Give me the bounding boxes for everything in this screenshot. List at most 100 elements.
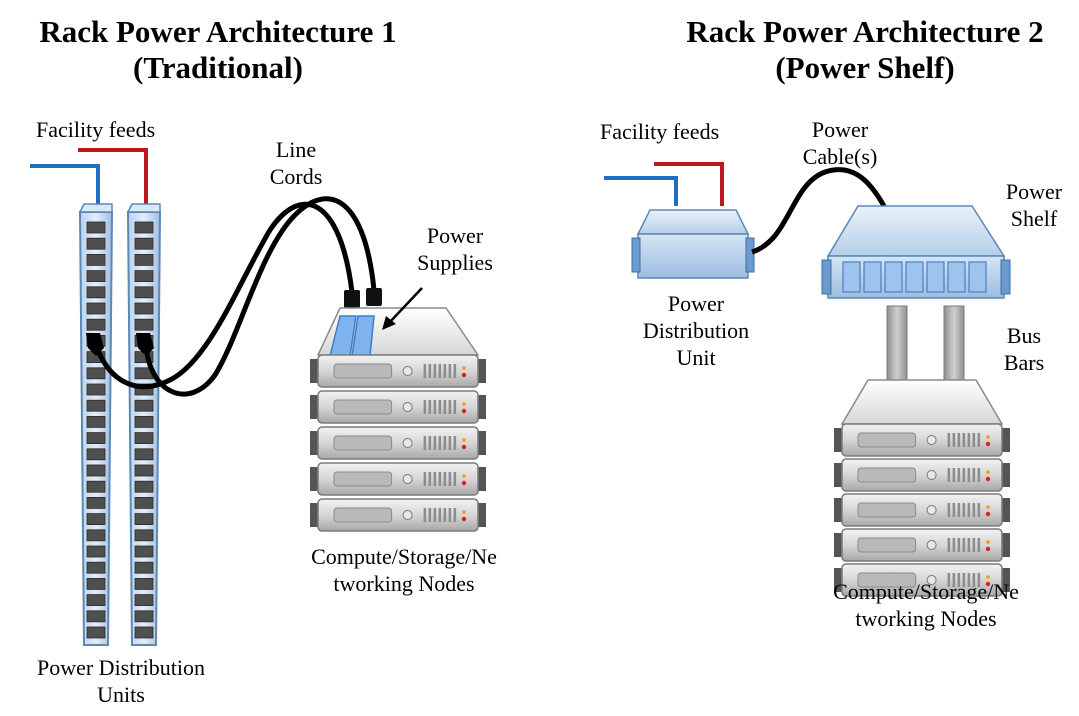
bus-bars-label-line1: Bus bbox=[1006, 323, 1042, 348]
pdu-outlet bbox=[86, 594, 106, 606]
server-plug-1 bbox=[344, 290, 360, 308]
bus-bars-label-line2: Bars bbox=[1003, 350, 1045, 375]
pdu-outlet bbox=[86, 513, 106, 525]
pdu-strip-a bbox=[78, 203, 114, 646]
pdu-outlet bbox=[86, 496, 106, 509]
pdu-outlet bbox=[134, 286, 154, 299]
facility-feed-blue-line bbox=[30, 164, 100, 206]
pdu-outlet bbox=[86, 221, 106, 234]
right-title-line1: Rack Power Architecture 2 bbox=[686, 14, 1044, 49]
power-cable-label-line2: Cable(s) bbox=[802, 144, 878, 169]
pdu-outlet bbox=[86, 610, 106, 623]
left-pdu-label-line2: Units bbox=[97, 682, 145, 707]
pdu-outlet bbox=[86, 383, 106, 396]
pdu-outlet bbox=[86, 448, 106, 461]
server-unit bbox=[834, 528, 1010, 562]
server-unit bbox=[310, 498, 486, 532]
left-facility-feeds-label: Facility feeds bbox=[36, 117, 156, 142]
pdu-outlet bbox=[134, 448, 154, 461]
power-shelf-slot bbox=[884, 261, 903, 293]
power-supplies-label-line2: Supplies bbox=[417, 250, 493, 275]
power-cable-label: Power Cable(s) bbox=[790, 116, 890, 170]
pdu-outlet bbox=[134, 415, 154, 428]
server-unit bbox=[834, 493, 1010, 527]
left-pdu-label: Power Distribution Units bbox=[10, 654, 232, 708]
right-nodes-label-line2: tworking Nodes bbox=[855, 606, 997, 631]
power-shelf-slot bbox=[968, 261, 987, 293]
pdu-outlet bbox=[86, 270, 106, 283]
pdu-box bbox=[631, 209, 755, 279]
power-shelf-slot bbox=[905, 261, 924, 293]
power-shelf-label-line1: Power bbox=[1005, 179, 1063, 204]
pdu-outlet bbox=[134, 561, 154, 574]
left-nodes-label: Compute/Storage/Ne tworking Nodes bbox=[282, 543, 526, 597]
server-unit bbox=[310, 354, 486, 388]
pdu-outlet bbox=[86, 464, 106, 477]
pdu-outlet bbox=[86, 626, 106, 639]
power-supplies-label-line1: Power bbox=[426, 223, 484, 248]
pdu-outlet bbox=[86, 253, 106, 266]
pdu-outlet bbox=[134, 237, 154, 250]
pdu-outlet bbox=[134, 545, 154, 558]
pdu-outlet bbox=[134, 529, 154, 542]
right-title: Rack Power Architecture 2 (Power Shelf) bbox=[650, 14, 1079, 86]
bus-bars-label: Bus Bars bbox=[994, 322, 1054, 376]
pdu-outlet bbox=[86, 399, 106, 412]
server-stack-right bbox=[834, 379, 1010, 597]
server-stack-left bbox=[310, 307, 486, 532]
bus-bar-1 bbox=[886, 305, 908, 383]
line-cord-1 bbox=[93, 201, 355, 390]
right-pdu-label-line1: Power bbox=[667, 291, 725, 316]
facility-feed-red-line-right bbox=[654, 162, 724, 206]
bus-bar-2 bbox=[943, 305, 965, 383]
pdu-plug-1 bbox=[86, 333, 104, 356]
pdu-outlet bbox=[86, 286, 106, 299]
pdu-outlet bbox=[134, 496, 154, 509]
right-pdu-label: Power Distribution Unit bbox=[626, 290, 766, 371]
pdu-outlet bbox=[86, 545, 106, 558]
right-pdu-label-line3: Unit bbox=[676, 345, 716, 370]
pdu-outlet bbox=[134, 594, 154, 606]
power-cable-label-line1: Power bbox=[811, 117, 869, 142]
pdu-outlet bbox=[134, 399, 154, 412]
facility-feed-red-line bbox=[78, 148, 148, 206]
pdu-outlet bbox=[134, 253, 154, 266]
pdu-outlet bbox=[86, 318, 106, 331]
pdu-plug-2 bbox=[136, 333, 154, 356]
left-nodes-label-line1: Compute/Storage/Ne bbox=[311, 544, 497, 569]
pdu-outlet bbox=[86, 578, 106, 590]
server-plug-2 bbox=[366, 288, 382, 306]
power-shelf-slot bbox=[926, 261, 945, 293]
pdu-outlet bbox=[134, 383, 154, 396]
server-unit bbox=[310, 390, 486, 424]
pdu-outlet bbox=[134, 578, 154, 590]
line-cords-label-line2: Cords bbox=[269, 164, 323, 189]
pdu-outlet bbox=[134, 610, 154, 623]
pdu-outlet bbox=[86, 561, 106, 574]
left-title-line1: Rack Power Architecture 1 bbox=[39, 14, 397, 49]
pdu-outlet bbox=[134, 302, 154, 315]
power-shelf-slot bbox=[842, 261, 861, 293]
right-nodes-label: Compute/Storage/Ne tworking Nodes bbox=[804, 578, 1048, 632]
right-facility-feeds-label: Facility feeds bbox=[600, 119, 720, 144]
pdu-outlet bbox=[134, 464, 154, 477]
power-shelf-slot bbox=[947, 261, 966, 293]
power-supplies-label: Power Supplies bbox=[410, 222, 500, 276]
pdu-outlet bbox=[86, 529, 106, 542]
pdu-outlet bbox=[134, 270, 154, 283]
right-title-line2: (Power Shelf) bbox=[775, 50, 955, 85]
line-cords-label-line1: Line bbox=[275, 137, 317, 162]
server-unit bbox=[834, 563, 1010, 597]
pdu-outlet bbox=[86, 480, 106, 493]
power-shelf-label-line2: Shelf bbox=[1010, 206, 1058, 231]
pdu-outlet bbox=[134, 432, 154, 445]
pdu-outlet bbox=[134, 626, 154, 639]
line-cord-2 bbox=[143, 196, 377, 397]
left-pdu-label-line1: Power Distribution bbox=[36, 655, 206, 680]
pdu-outlet bbox=[86, 237, 106, 250]
pdu-outlet bbox=[134, 318, 154, 331]
power-cable bbox=[751, 167, 887, 255]
pdu-outlet bbox=[134, 480, 154, 493]
